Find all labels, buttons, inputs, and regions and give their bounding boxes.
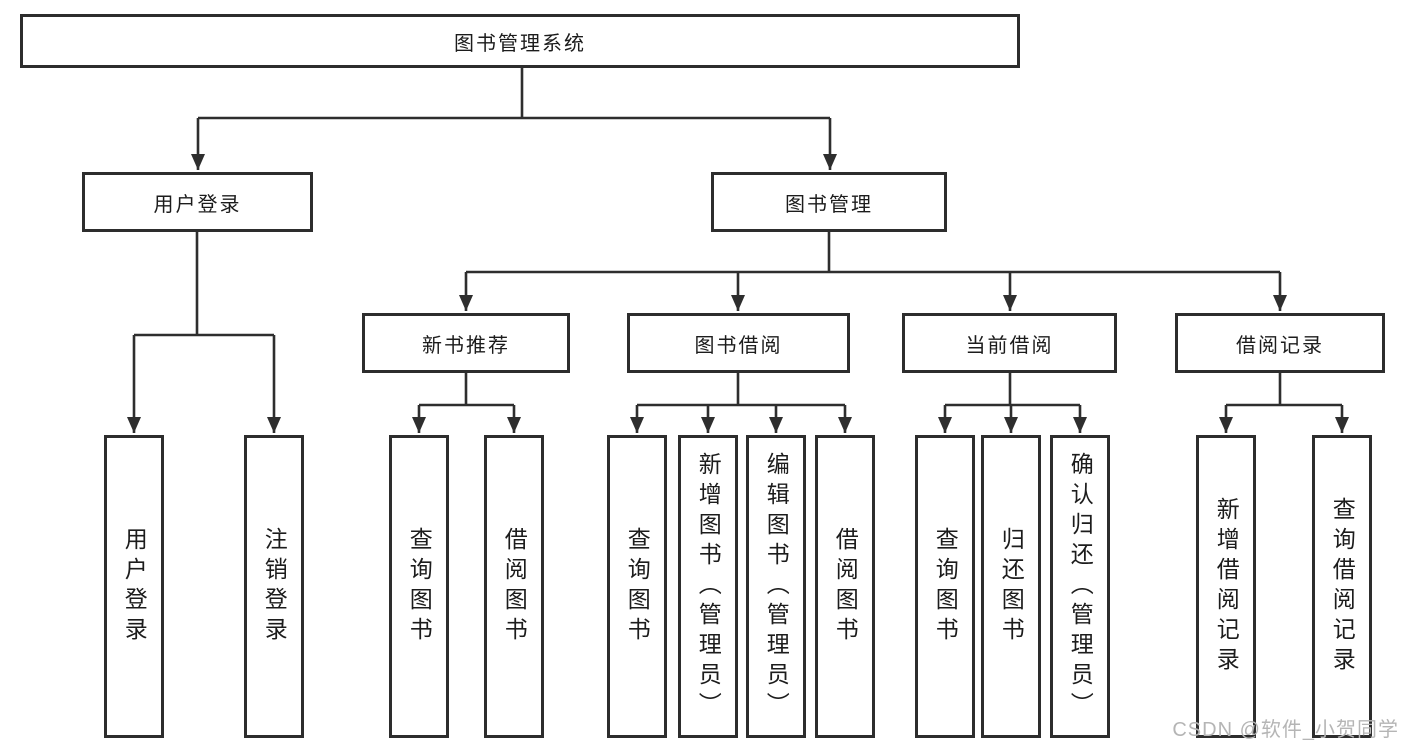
- node-label: 查询图书: [624, 526, 651, 647]
- csdn-watermark: CSDN @软件_小贺同学: [1172, 719, 1399, 741]
- node-book-management: 图书管理: [711, 172, 947, 232]
- node-label: 图书管理系统: [454, 32, 586, 55]
- node-label: 查询借阅记录: [1329, 496, 1356, 677]
- leaf-borrow-books: 借阅图书: [815, 435, 875, 738]
- node-label: 用户登录: [121, 526, 148, 647]
- leaf-add-books-admin: 新增图书（管理员）: [678, 435, 738, 738]
- node-label: 用户登录: [153, 193, 242, 216]
- leaf-edit-books-admin: 编辑图书（管理员）: [746, 435, 806, 738]
- node-new-book-recommendation: 新书推荐: [362, 313, 570, 373]
- leaf-user-login: 用户登录: [104, 435, 164, 738]
- node-label: 编辑图书（管理员）: [763, 451, 790, 722]
- node-label: 借阅图书: [501, 526, 528, 647]
- node-label: 查询图书: [406, 526, 433, 647]
- node-user-login: 用户登录: [82, 172, 313, 232]
- node-label: 确认归还（管理员）: [1067, 451, 1094, 722]
- node-label: 借阅记录: [1236, 334, 1324, 357]
- leaf-query-books-borrowing: 查询图书: [607, 435, 667, 738]
- node-label: 查询图书: [932, 526, 959, 647]
- node-label: 当前借阅: [965, 334, 1054, 357]
- node-borrowing-records: 借阅记录: [1175, 313, 1385, 373]
- node-label: 借阅图书: [832, 526, 859, 647]
- leaf-confirm-return-admin: 确认归还（管理员）: [1050, 435, 1110, 738]
- node-label: 新增借阅记录: [1213, 496, 1240, 677]
- leaf-query-books-recommend: 查询图书: [389, 435, 449, 738]
- leaf-query-borrow-record: 查询借阅记录: [1312, 435, 1372, 738]
- node-label: 新增图书（管理员）: [695, 451, 722, 722]
- node-label: 归还图书: [998, 526, 1025, 647]
- leaf-logout: 注销登录: [244, 435, 304, 738]
- node-label: 新书推荐: [422, 334, 510, 357]
- leaf-borrow-books-recommend: 借阅图书: [484, 435, 544, 738]
- node-library-management-system: 图书管理系统: [20, 14, 1020, 68]
- leaf-return-books: 归还图书: [981, 435, 1041, 738]
- node-label: 图书借阅: [694, 334, 783, 357]
- leaf-add-borrow-record: 新增借阅记录: [1196, 435, 1256, 738]
- node-label: 注销登录: [261, 526, 288, 647]
- node-book-borrowing: 图书借阅: [627, 313, 850, 373]
- node-label: 图书管理: [785, 193, 873, 216]
- leaf-query-books-current: 查询图书: [915, 435, 975, 738]
- node-current-borrowing: 当前借阅: [902, 313, 1117, 373]
